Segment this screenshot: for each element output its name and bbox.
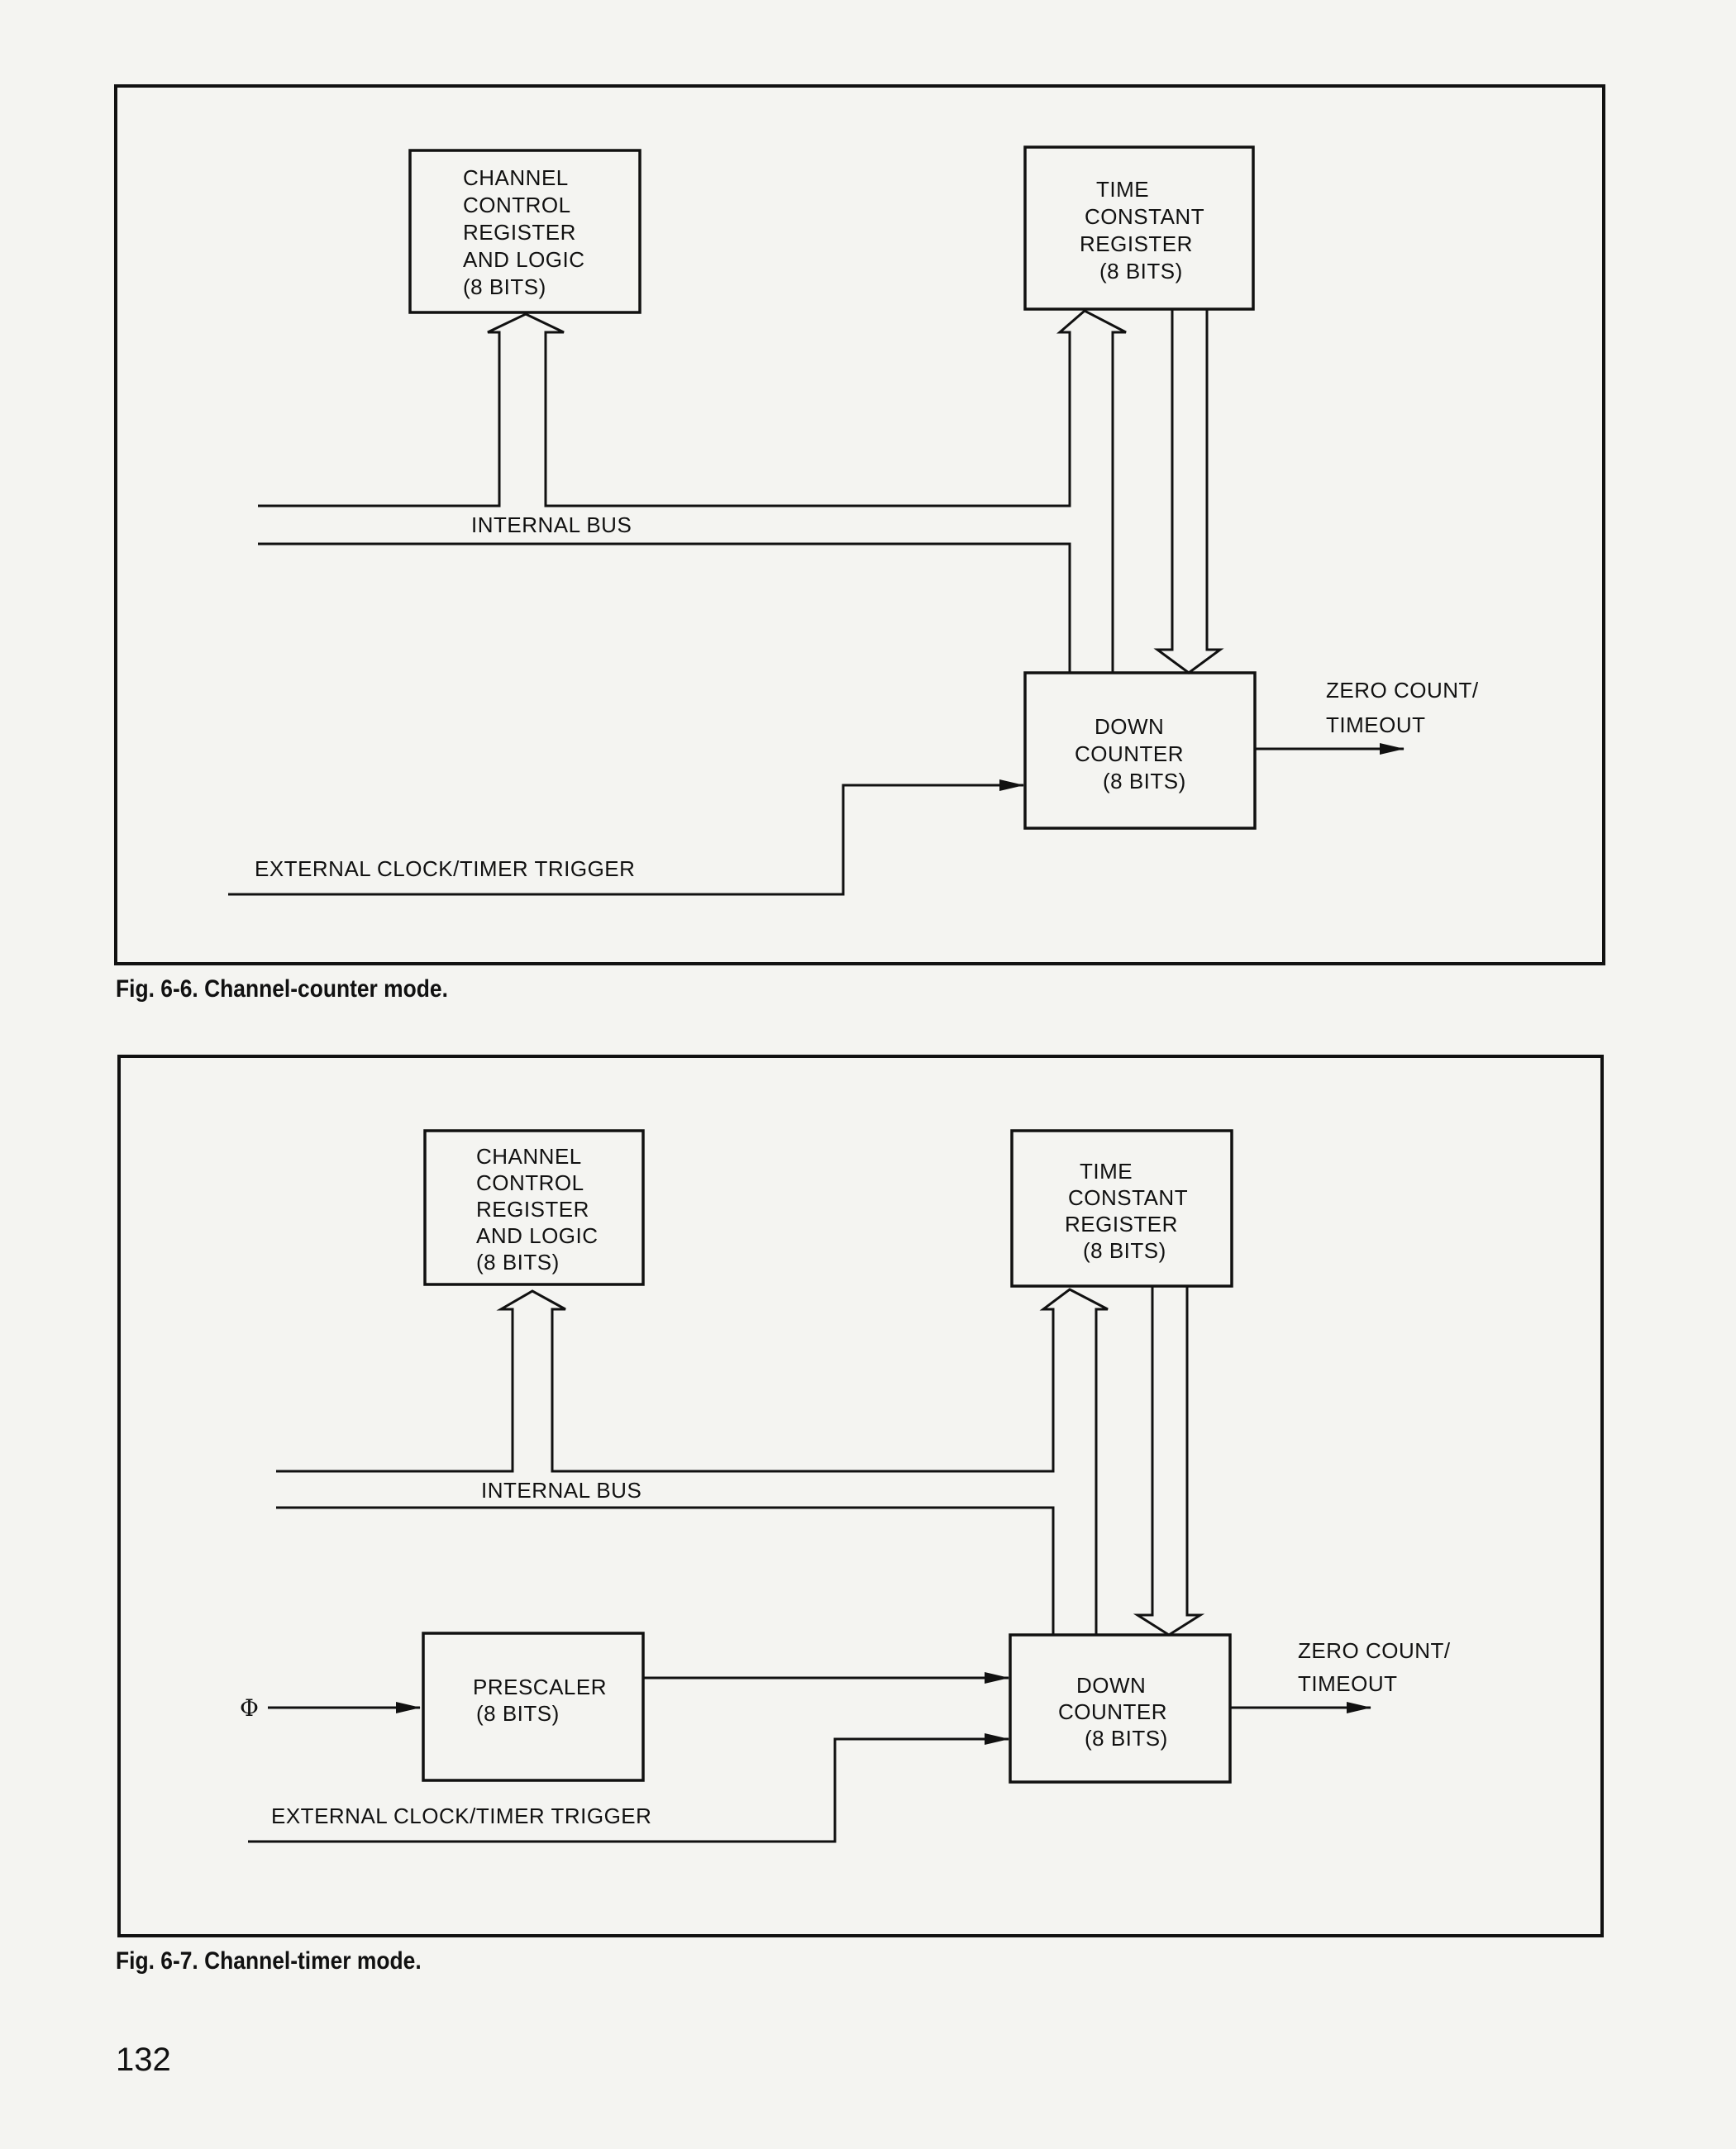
- figure-6-6: CHANNEL CONTROL REGISTER AND LOGIC (8 BI…: [114, 84, 1605, 965]
- channel-control-block: CHANNEL CONTROL REGISTER AND LOGIC (8 BI…: [423, 1129, 645, 1286]
- down-counter-block: DOWN COUNTER (8 BITS): [1023, 671, 1257, 830]
- block-label: DOWN COUNTER (8 BITS): [1075, 714, 1190, 793]
- prescaler-block: PRESCALER (8 BITS): [422, 1632, 645, 1782]
- figure-6-6-caption: Fig. 6-6. Channel-counter mode.: [116, 975, 448, 1003]
- time-constant-block: TIME CONSTANT REGISTER (8 BITS): [1010, 1129, 1233, 1288]
- channel-control-block: CHANNEL CONTROL REGISTER AND LOGIC (8 BI…: [408, 149, 641, 314]
- internal-bus-label: INTERNAL BUS: [471, 512, 632, 537]
- down-counter-block: DOWN COUNTER (8 BITS): [1009, 1633, 1232, 1784]
- phi-label: Φ: [240, 1694, 259, 1722]
- figure-6-7: CHANNEL CONTROL REGISTER AND LOGIC (8 BI…: [117, 1055, 1604, 1937]
- internal-bus-lower-rail: [258, 542, 1071, 673]
- internal-bus-to-time-constant: [276, 1288, 1109, 1635]
- block-box: [1023, 671, 1257, 830]
- figure-frame: [117, 1055, 1604, 1937]
- zero-count-label: ZERO COUNT/ TIMEOUT: [1326, 678, 1485, 737]
- figure-6-7-caption: Fig. 6-7. Channel-timer mode.: [116, 1947, 422, 1975]
- zero-count-label: ZERO COUNT/ TIMEOUT: [1298, 1638, 1457, 1696]
- block-label: CHANNEL CONTROL REGISTER AND LOGIC (8 BI…: [476, 1144, 604, 1275]
- block-label: PRESCALER (8 BITS): [473, 1675, 613, 1726]
- block-box: [423, 1129, 645, 1286]
- block-label: DOWN COUNTER (8 BITS): [1058, 1673, 1174, 1751]
- internal-bus-to-time-constant: [258, 309, 1127, 673]
- block-label: TIME CONSTANT REGISTER (8 BITS): [1065, 1159, 1194, 1263]
- block-box: [1010, 1129, 1233, 1288]
- page-number: 132: [116, 2042, 171, 2078]
- external-clock-arrow: [228, 779, 1024, 896]
- figure-frame: [114, 84, 1605, 965]
- time-constant-to-down-counter-arrow: [1153, 309, 1224, 674]
- internal-bus-lower-rail: [276, 1506, 1055, 1635]
- external-clock-arrow: [248, 1733, 1009, 1843]
- internal-bus-label: INTERNAL BUS: [481, 1478, 641, 1503]
- block-box: [408, 149, 641, 314]
- block-label: TIME CONSTANT REGISTER (8 BITS): [1080, 177, 1210, 284]
- block-label: CHANNEL CONTROL REGISTER AND LOGIC (8 BI…: [463, 165, 591, 299]
- block-box: [422, 1632, 645, 1782]
- time-constant-to-down-counter-arrow: [1133, 1286, 1205, 1637]
- block-box: [1023, 145, 1255, 311]
- external-clock-label: EXTERNAL CLOCK/TIMER TRIGGER: [255, 856, 635, 881]
- time-constant-block: TIME CONSTANT REGISTER (8 BITS): [1023, 145, 1255, 311]
- external-clock-label: EXTERNAL CLOCK/TIMER TRIGGER: [271, 1804, 651, 1828]
